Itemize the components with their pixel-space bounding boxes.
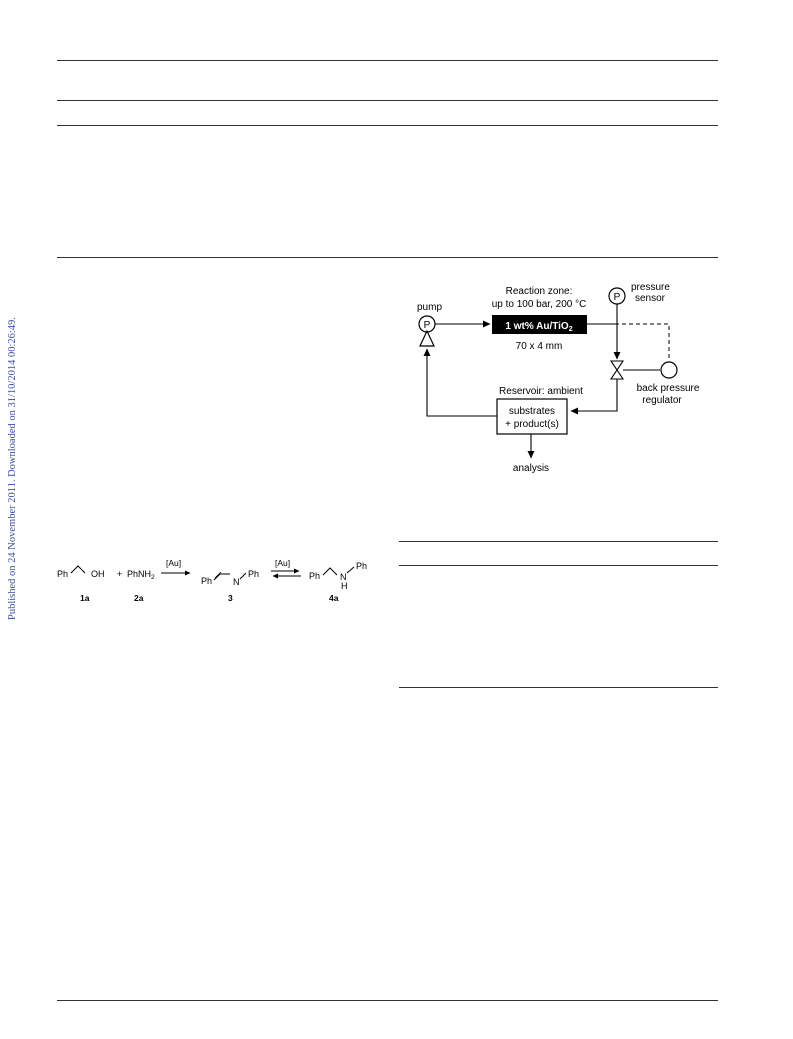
label-3: 3 [228,593,233,603]
svg-text:PhNH2: PhNH2 [127,569,155,581]
flow-reactor-diagram: P pump Reaction zone: up to 100 bar, 200… [417,282,700,474]
valve-icon [609,360,625,380]
label-2a: 2a [134,593,144,603]
pressure-sensor-icon: P [608,287,626,305]
svg-text:N: N [233,577,240,587]
rule-bottom [57,1000,718,1001]
catalyst-label-2: [Au] [275,558,290,568]
reaction-scheme: Ph OH 1a + PhNH2 2a [Au] Ph N Ph 3 [Au] … [57,558,367,603]
rule-right-2 [399,565,718,566]
compound-3: Ph N Ph 3 [201,569,259,603]
pump-icon: P [418,315,436,347]
label-4a: 4a [329,593,339,603]
catalyst-label-1: [Au] [166,558,181,568]
plus-sign: + [117,569,122,579]
reservoir-box [496,398,568,435]
svg-text:Ph: Ph [57,569,68,579]
rule-top-1 [57,60,718,61]
compound-1a: Ph OH 1a [57,565,105,603]
pump-symbol: P [424,320,431,331]
sensor-label-1: pressure [631,282,670,293]
line-reservoir-to-pump [423,348,497,417]
analysis-label: analysis [513,463,549,474]
reactor-column [492,315,587,334]
line-valve-to-reservoir [570,379,618,415]
svg-text:H: H [341,581,348,591]
rule-top-4 [57,257,718,258]
svg-text:N: N [340,572,347,582]
svg-text:Ph: Ph [201,576,212,586]
rule-right-3 [399,687,718,688]
compound-4a: Ph N H Ph 4a [309,561,367,603]
svg-text:Ph: Ph [309,571,320,581]
pump-label: pump [417,302,442,313]
svg-text:OH: OH [91,569,105,579]
back-pressure-regulator-icon [660,361,678,379]
label-1a: 1a [80,593,90,603]
svg-text:Ph: Ph [356,561,367,571]
compound-2a: PhNH2 2a [127,569,155,603]
rule-top-3 [57,125,718,126]
reservoir-title: Reservoir: ambient [499,386,583,397]
reactor-label: 1 wt% Au/TiO2 [505,321,572,333]
sensor-symbol: P [614,292,621,303]
reaction-zone-title: Reaction zone: [506,286,573,297]
reservoir-line-2: + product(s) [505,419,559,430]
reaction-zone-conditions: up to 100 bar, 200 °C [492,299,587,310]
control-dashed-line [587,323,670,361]
bpr-label-1: back pressure [637,383,700,394]
svg-text:Ph: Ph [248,569,259,579]
reservoir-line-1: substrates [509,406,555,417]
rule-top-2 [57,100,718,101]
sensor-label-2: sensor [635,293,666,304]
publication-side-note: Published on 24 November 2011. Downloade… [7,317,18,620]
reactor-dimensions: 70 x 4 mm [516,341,563,352]
bpr-label-2: regulator [642,395,682,406]
rule-right-1 [399,541,718,542]
